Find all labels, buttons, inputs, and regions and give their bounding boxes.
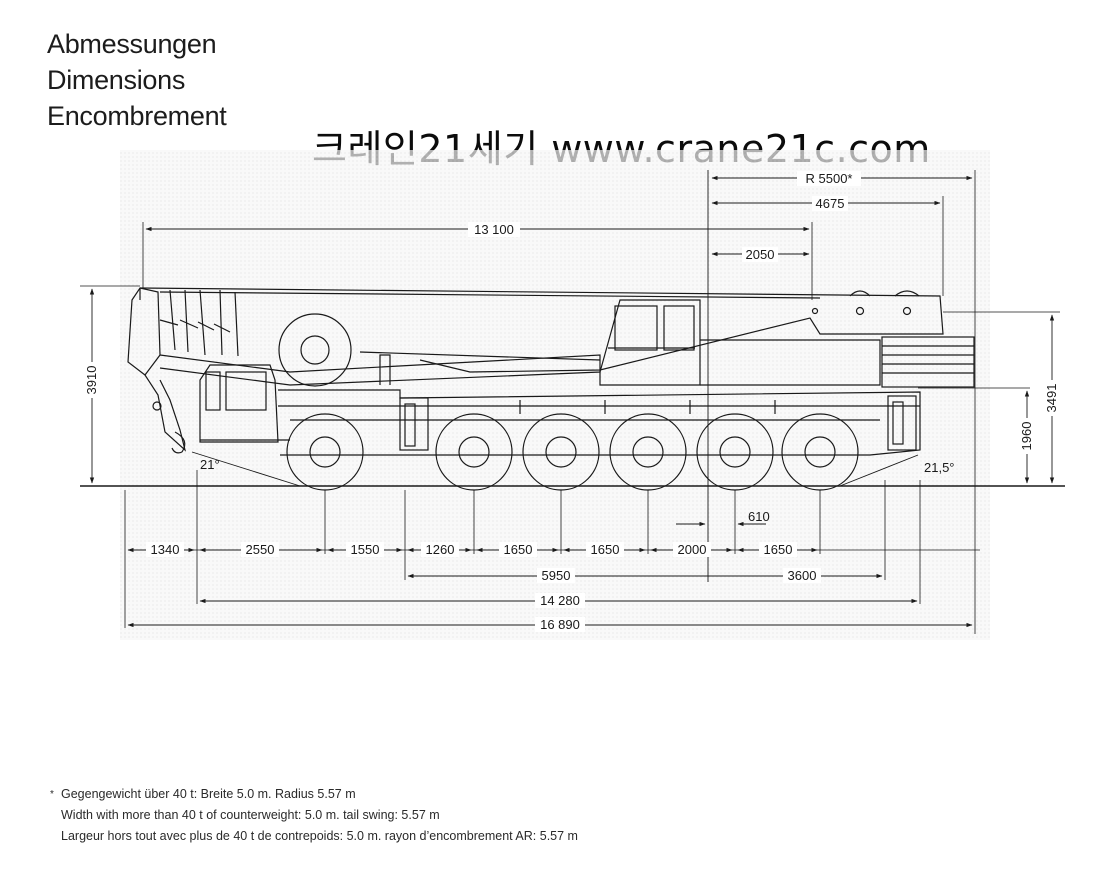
label-4675: 4675 — [816, 196, 845, 211]
label-3600: 3600 — [788, 568, 817, 583]
crane-cab — [599, 299, 701, 386]
driver-cab — [199, 364, 279, 443]
label-2000: 2000 — [678, 542, 707, 557]
footnote-asterisk: * — [50, 789, 54, 800]
label-1340: 1340 — [151, 542, 180, 557]
label-14280: 14 280 — [540, 593, 580, 608]
label-1260: 1260 — [426, 542, 455, 557]
crane-outline — [80, 170, 1065, 582]
label-1650-c: 1650 — [764, 542, 793, 557]
label-2550: 2550 — [246, 542, 275, 557]
title-english: Dimensions — [47, 65, 186, 95]
label-610: 610 — [748, 509, 770, 524]
label-1650-a: 1650 — [504, 542, 533, 557]
extension-lines — [80, 170, 1060, 634]
label-1550: 1550 — [351, 542, 380, 557]
label-r5500: R 5500* — [806, 171, 853, 186]
footnotes: * Gegengewicht über 40 t: Breite 5.0 m. R… — [50, 784, 578, 847]
label-5950: 5950 — [542, 568, 571, 583]
main-boom — [139, 287, 944, 373]
footnote-german: * Gegengewicht über 40 t: Breite 5.0 m. R… — [50, 784, 578, 805]
spare-wheel — [278, 313, 352, 387]
label-16890: 16 890 — [540, 617, 580, 632]
label-2050: 2050 — [746, 247, 775, 262]
superstructure — [700, 339, 881, 386]
luffing-cylinder — [159, 354, 601, 386]
footnote-german-text: Gegengewicht über 40 t: Breite 5.0 m. Ra… — [61, 787, 356, 801]
page-shading — [120, 150, 990, 640]
label-1650-b: 1650 — [591, 542, 620, 557]
label-3910: 3910 — [84, 366, 99, 395]
label-1960: 1960 — [1019, 422, 1034, 451]
label-3491: 3491 — [1044, 384, 1059, 413]
title-french: Encombrement — [47, 101, 227, 131]
chassis-frame — [278, 389, 921, 456]
title-block: Abmessungen Dimensions Encombrement — [47, 26, 227, 134]
label-13100: 13 100 — [474, 222, 514, 237]
counterweight — [881, 336, 975, 388]
dimension-labels: R 5500* 4675 13 100 2050 3910 3491 1960 … — [84, 171, 1060, 632]
label-angle-rear: 21,5° — [924, 460, 955, 475]
footnote-english: Width with more than 40 t of counterweig… — [61, 808, 440, 822]
footnote-french: Largeur hors tout avec plus de 40 t de c… — [61, 829, 578, 843]
label-angle-front: 21° — [200, 457, 220, 472]
title-german: Abmessungen — [47, 29, 217, 59]
